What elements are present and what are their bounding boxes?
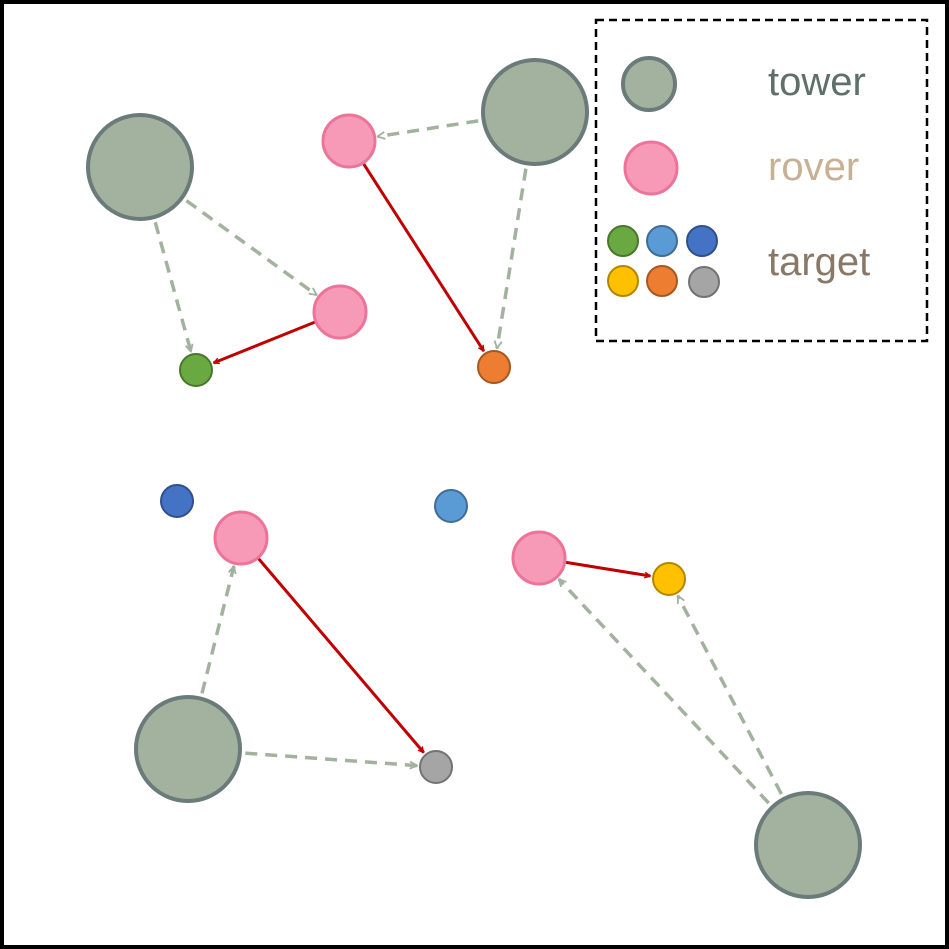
link-tower-1-to-green xyxy=(148,202,191,352)
target-light-blue xyxy=(434,489,468,523)
tower-3 xyxy=(134,695,242,803)
link-rover-2-to-green xyxy=(214,317,324,365)
tower-1 xyxy=(86,113,194,221)
rover-3 xyxy=(213,510,269,566)
target-gray xyxy=(419,750,453,784)
rover-4 xyxy=(511,530,567,586)
link-tower-3-to-rover-3 xyxy=(195,566,234,714)
target-green xyxy=(179,353,213,387)
link-rover-4-to-yellow xyxy=(557,559,650,576)
link-tower-4-to-yellow xyxy=(676,596,793,813)
legend-tower-swatch xyxy=(621,56,677,112)
link-tower-1-to-rover-2 xyxy=(169,187,316,297)
link-rover-3-to-gray xyxy=(251,551,425,752)
rover-1 xyxy=(321,113,377,169)
legend-target-dark-blue-swatch xyxy=(686,225,718,257)
link-rover-1-to-orange xyxy=(357,155,486,351)
legend-rover-label: rover xyxy=(768,145,859,189)
legend-tower-label: tower xyxy=(768,60,866,104)
link-tower-3-to-gray xyxy=(225,749,417,766)
tower-2 xyxy=(481,58,589,166)
target-orange xyxy=(477,350,511,384)
legend-target-orange-swatch xyxy=(646,265,678,297)
link-tower-4-to-rover-4 xyxy=(559,579,784,819)
link-tower-2-to-orange xyxy=(497,148,531,348)
nodes-layer xyxy=(86,58,862,899)
tower-4 xyxy=(754,791,862,899)
rover-2 xyxy=(312,284,368,340)
legend-target-gray-swatch xyxy=(688,266,720,298)
legend-rover-swatch xyxy=(623,140,679,196)
legend-target-yellow-swatch xyxy=(607,265,639,297)
legend-target-green-swatch xyxy=(607,225,639,257)
links-layer xyxy=(148,116,793,819)
target-dark-blue xyxy=(160,484,194,518)
legend-target-light-blue-swatch xyxy=(646,225,678,257)
legend-target-label: target xyxy=(768,240,870,284)
link-tower-2-to-rover-1 xyxy=(378,116,499,137)
legend: tower rover target xyxy=(594,18,929,343)
target-yellow xyxy=(652,562,686,596)
